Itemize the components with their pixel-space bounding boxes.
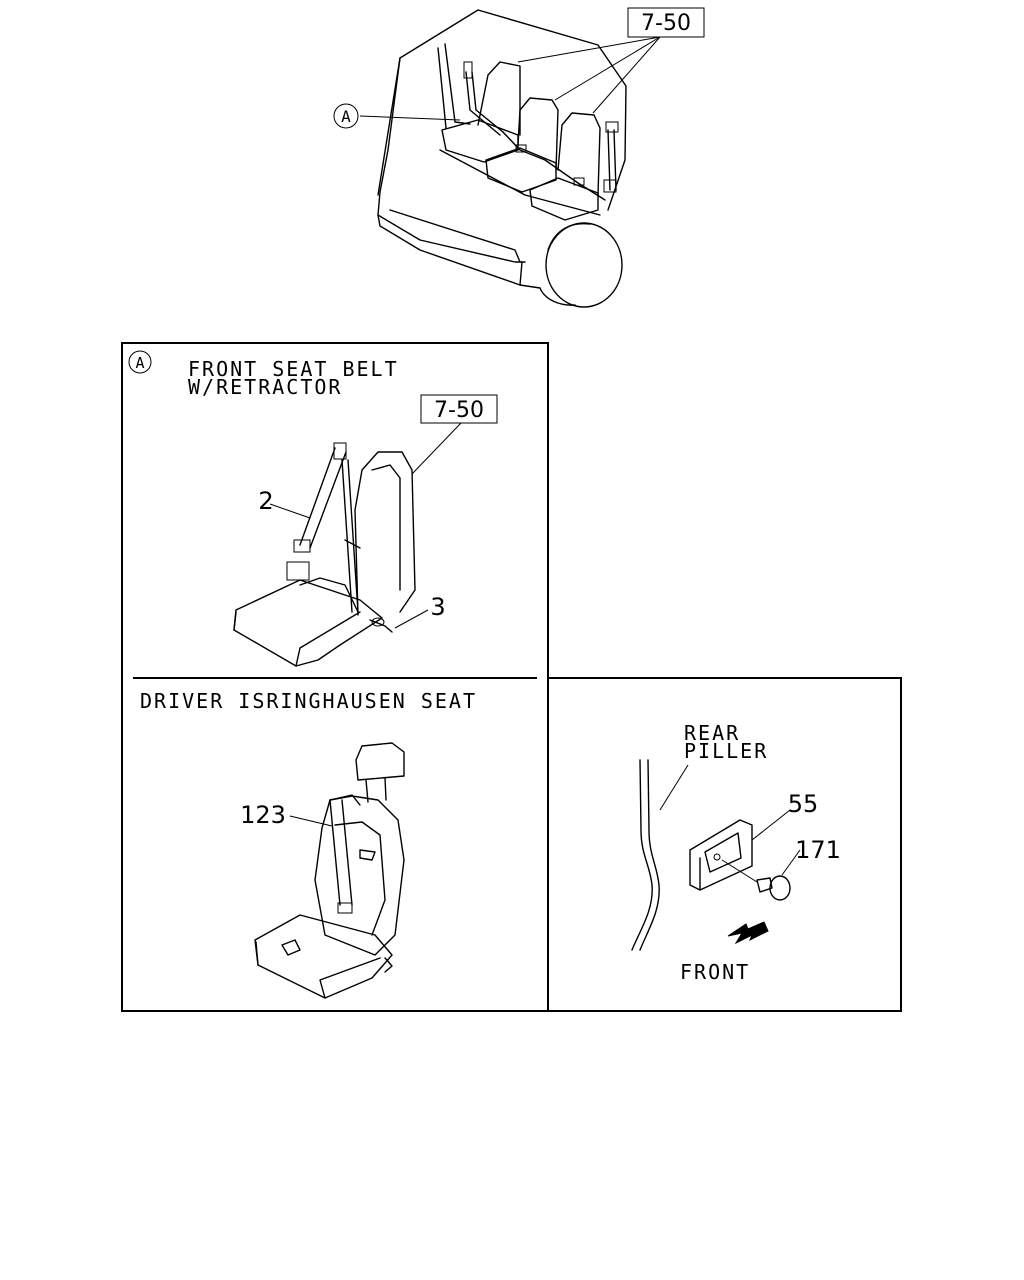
cab-overview-illustration xyxy=(359,9,661,308)
overview-callout-a: A xyxy=(333,103,359,129)
panel-a-callout-text: A xyxy=(135,354,144,372)
overview-callout-text: A xyxy=(341,107,351,126)
pillar-label-line1: REAR xyxy=(684,721,740,745)
overview-ref-text: 7-50 xyxy=(641,11,691,36)
part-number-171: 171 xyxy=(795,836,841,864)
overview-ref-box: 7-50 xyxy=(627,7,705,38)
part-number-2: 2 xyxy=(258,487,273,515)
rear-pillar-illustration xyxy=(631,759,801,951)
panel-a-ref-text: 7-50 xyxy=(434,398,484,423)
front-seat-illustration xyxy=(233,422,462,667)
panel-a-ref-box: 7-50 xyxy=(420,394,498,424)
panel-a-callout: A xyxy=(128,350,152,374)
panel-frames xyxy=(121,342,902,1012)
driver-panel-title: DRIVER ISRINGHAUSEN SEAT xyxy=(140,689,477,713)
panel-a-title-line1: FRONT SEAT BELT xyxy=(188,357,399,381)
part-number-55: 55 xyxy=(788,790,819,818)
part-number-123: 123 xyxy=(240,801,286,829)
driver-seat-illustration xyxy=(254,742,405,999)
panel-a-title-line2: W/RETRACTOR xyxy=(188,375,342,399)
pillar-label-line2: PILLER xyxy=(684,739,768,763)
front-direction-label: FRONT xyxy=(680,960,750,984)
part-number-3: 3 xyxy=(430,593,445,621)
